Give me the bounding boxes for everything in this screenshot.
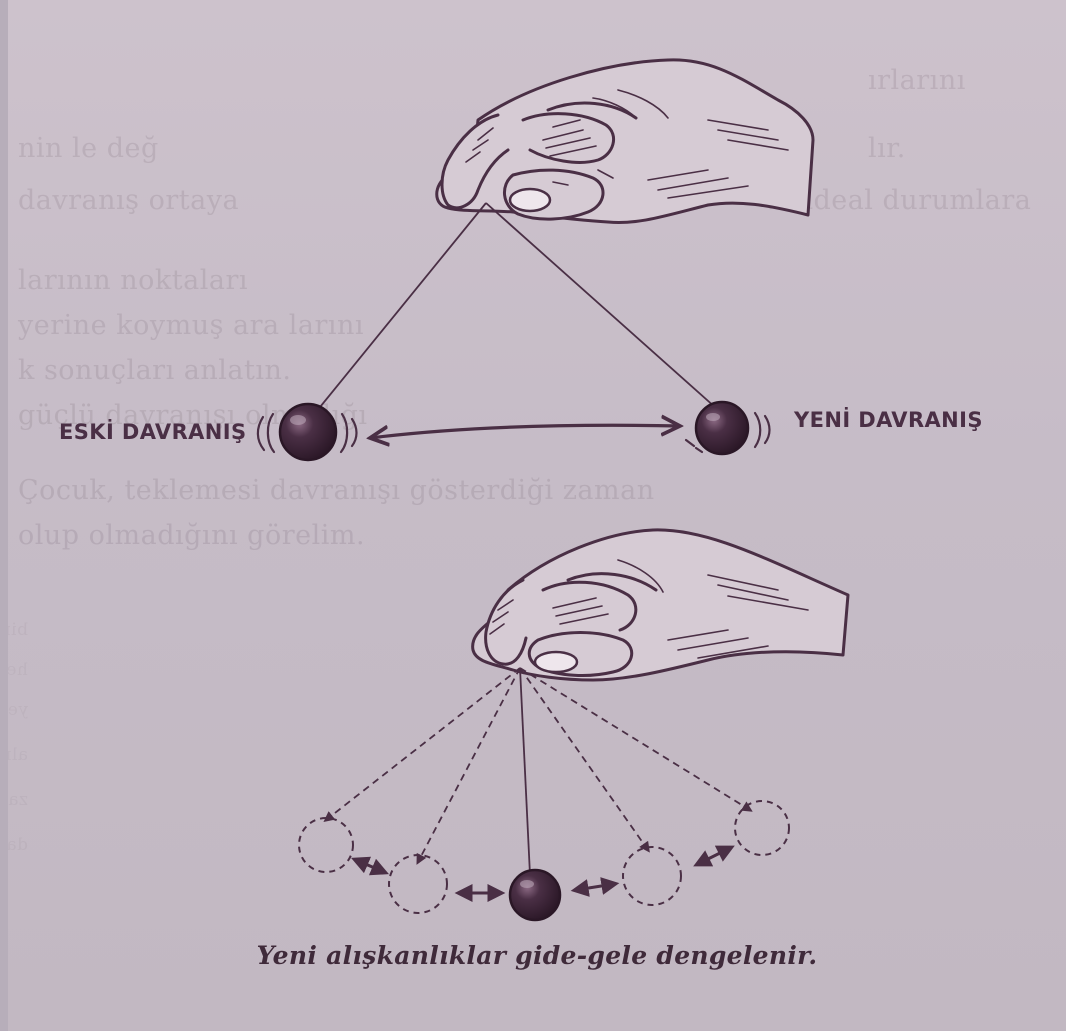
swing-double-arrow [370, 425, 680, 438]
bottom-hand-icon [473, 530, 848, 680]
center-ball [510, 870, 560, 920]
new-behavior-label: YENİ DAVRANIŞ [794, 408, 983, 432]
top-hand-icon [437, 60, 813, 223]
top-pendulum-strings [316, 203, 716, 412]
old-behavior-ball [258, 404, 357, 460]
figure-caption: Yeni alışkanlıklar gide-gele dengelenir. [8, 941, 1066, 970]
new-behavior-ball [686, 402, 770, 454]
bottom-pendulum-strings [326, 668, 750, 875]
book-page: ırlarını lır. nin le değ davranış ortaya… [8, 0, 1066, 1031]
old-behavior-label: ESKİ DAVRANIŞ [59, 420, 247, 444]
